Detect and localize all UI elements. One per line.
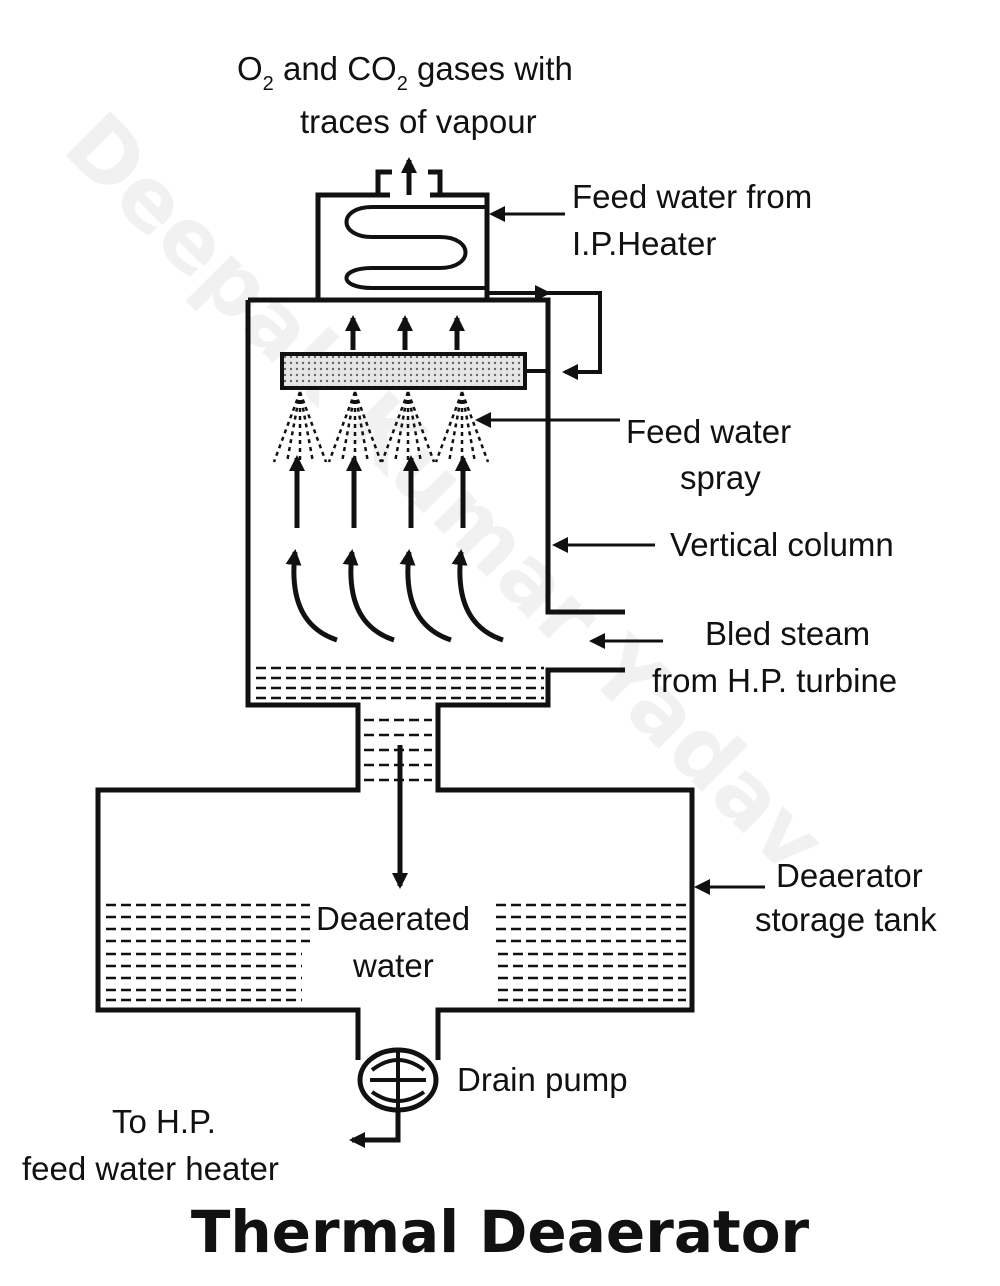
- steam-curve-arrow: [285, 549, 338, 643]
- label-gases: O2 and CO2 gases with: [237, 50, 573, 95]
- spray-cone: [272, 391, 328, 463]
- feed-water-loop: [487, 285, 602, 380]
- label-spray: spray: [680, 459, 761, 496]
- label-leader-arrows: [475, 206, 765, 895]
- label-feed-water-from: Feed water from: [572, 178, 812, 215]
- label-to-hp: To H.P.: [112, 1103, 216, 1140]
- label-bled-steam: Bled steam: [705, 615, 870, 652]
- steam-curve-arrow: [451, 549, 504, 643]
- label-ip-heater: I.P.Heater: [572, 225, 716, 262]
- label-storage-tank: storage tank: [755, 901, 937, 938]
- spray-cone: [327, 391, 383, 463]
- label-vertical-column: Vertical column: [670, 526, 894, 563]
- spray-tray: [280, 352, 527, 390]
- vertical-column-shell: [95, 297, 695, 1060]
- label-feed-water-heater: feed water heater: [22, 1150, 279, 1187]
- spray-cone: [380, 391, 436, 463]
- label-drain-pump: Drain pump: [457, 1061, 628, 1098]
- drain-pump: [349, 1047, 439, 1148]
- steam-to-vent-arrows: [345, 315, 465, 350]
- spray-cone: [434, 391, 490, 463]
- label-deaerated: Deaerated: [316, 900, 470, 937]
- feed-water-spray-cones: [272, 391, 490, 463]
- steam-curve-arrow: [399, 549, 452, 643]
- label-from-hp-turbine: from H.P. turbine: [652, 662, 897, 699]
- steam-curve-arrow: [342, 549, 395, 643]
- diagram-title: Thermal Deaerator: [191, 1198, 810, 1266]
- rising-steam-arrows: [285, 455, 504, 643]
- label-water: water: [352, 947, 434, 984]
- label-gases-line2: traces of vapour: [300, 103, 537, 140]
- label-deaerator: Deaerator: [776, 857, 923, 894]
- vent-condenser: [315, 169, 490, 300]
- label-feed-water-spray: Feed water: [626, 413, 791, 450]
